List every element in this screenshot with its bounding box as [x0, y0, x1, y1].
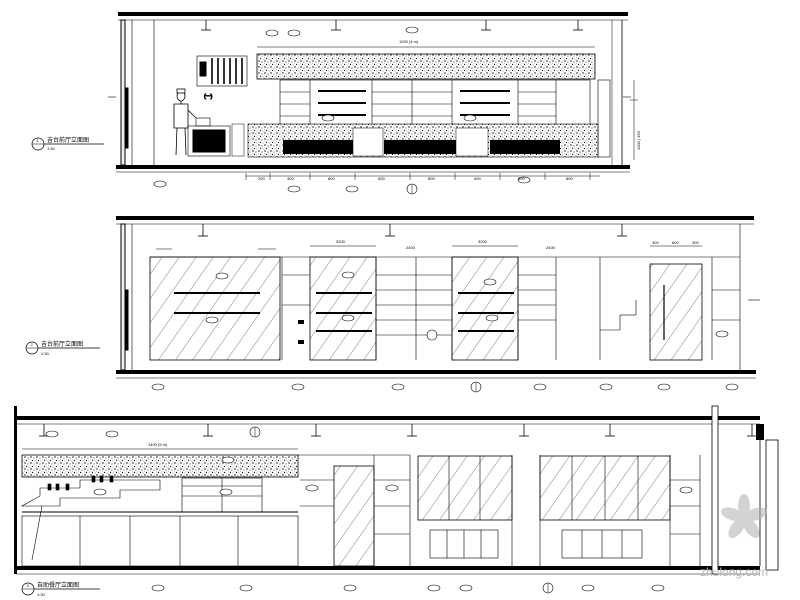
dim-top-4: 500	[378, 176, 385, 181]
marker-3: 3	[27, 583, 30, 588]
thermo-note: (一)	[204, 94, 213, 100]
dim-top-1: 290	[258, 176, 265, 181]
elevation-2	[116, 216, 760, 393]
scale-1: 1:30	[47, 146, 56, 151]
dim-mid-r3: 300	[692, 240, 699, 245]
dim-mid-4: 2400	[546, 245, 556, 250]
elevation-1: (一)	[108, 12, 638, 195]
dim-top-6: 400	[474, 176, 481, 181]
watermark-text: zhulong.com	[700, 565, 768, 579]
marker-2: 2	[31, 342, 34, 347]
title-1: 吉台前厅立面图	[47, 136, 89, 144]
dim-top-2: 400	[287, 176, 294, 181]
elevation-1-title: 1 吉台前厅立面图 1:30	[31, 136, 104, 151]
scale-3: 1:30	[37, 592, 46, 597]
title-3: 自助餐厅立面图	[37, 581, 79, 589]
title-2: 吉台前厅立面图	[41, 340, 83, 348]
dim-top-3: 800	[328, 176, 335, 181]
dim-mid-3: 3200	[478, 239, 488, 244]
elevation-3	[14, 405, 779, 594]
dim-top-5: 800	[428, 176, 435, 181]
dim-top-8: 800	[566, 176, 573, 181]
dim-top-counter: 1200 (4 m)	[399, 39, 419, 44]
dim-mid-r1: 300	[652, 240, 659, 245]
elevation-2-title: 2 吉台前厅立面图 1:30	[25, 340, 100, 356]
dim-bottom-counter: 1400 (5 m)	[148, 442, 168, 447]
dim-mid-2: 2400	[406, 245, 416, 250]
dim-mid-1: 3200	[336, 239, 346, 244]
dim-top-7: 300	[518, 176, 525, 181]
elevation-3-title: 3 自助餐厅立面图 1:30	[21, 581, 100, 597]
scale-2: 1:30	[41, 351, 50, 356]
marker-1: 1	[37, 138, 40, 143]
watermark-logo	[721, 494, 767, 539]
dim-mid-r2: 600	[672, 240, 679, 245]
dim-vertical: 1000 | 150	[636, 130, 641, 150]
